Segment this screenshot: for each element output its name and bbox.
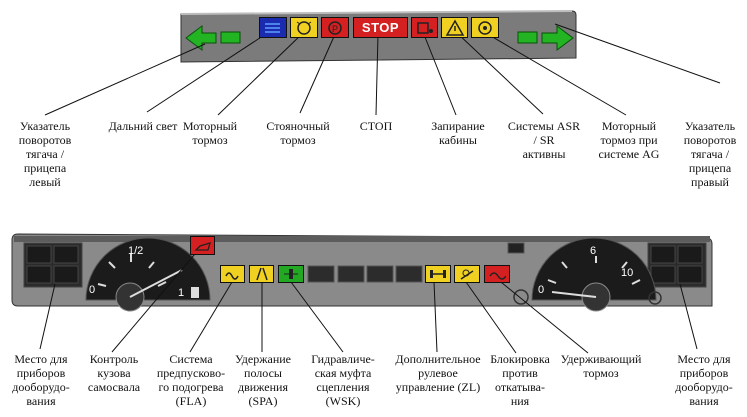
label-retarder: Удерживающий тормоз xyxy=(560,352,642,380)
label-engine-brake: Моторный тормоз xyxy=(182,119,238,147)
empty-slots xyxy=(307,265,423,283)
top-leader-lines xyxy=(44,23,721,116)
engine-brake-ag-indicator xyxy=(471,17,499,38)
engine-brake-icon xyxy=(296,20,312,35)
label-rollback: Блокировка против откатыва- ния xyxy=(490,352,550,408)
parking-brake-indicator: P xyxy=(321,17,349,38)
warning-triangle-icon xyxy=(445,18,464,36)
right-gauge-zero: 0 xyxy=(538,284,545,296)
stop-indicator: STOP xyxy=(353,17,408,38)
body-tipper-indicator xyxy=(190,236,215,255)
label-zl: Дополнительное рулевое управление (ZL) xyxy=(395,352,481,394)
lane-indicator xyxy=(249,265,274,283)
turn-left-bar xyxy=(220,31,241,44)
parking-brake-icon: P xyxy=(328,20,342,35)
right-gauge-ten: 10 xyxy=(621,267,634,279)
label-aux-left: Место для приборов дооборудо- вания xyxy=(12,352,70,408)
bottom-leader-lines xyxy=(39,247,698,354)
right-gauge xyxy=(531,237,657,312)
label-asr: Системы ASR / SR активны xyxy=(507,119,581,161)
zl-indicator xyxy=(425,265,451,283)
label-body-tipper: Контроль кузова самосвала xyxy=(87,352,141,394)
right-gauge-six: 6 xyxy=(590,245,597,257)
label-stop: СТОП xyxy=(359,119,393,133)
label-parking-brake: Стояночный тормоз xyxy=(266,119,330,147)
rollback-indicator xyxy=(454,265,480,283)
label-engine-brake-ag: Моторный тормоз при системе AG xyxy=(598,119,660,161)
tipper-icon xyxy=(193,241,211,251)
turn-left-arrow-icon xyxy=(185,25,217,51)
label-preheat: Система предпусково- го подогрева (FLA) xyxy=(156,352,226,408)
label-cab-lock: Запирание кабины xyxy=(431,119,485,147)
retarder-icon xyxy=(489,272,506,280)
left-gauge-half: 1/2 xyxy=(128,245,144,257)
label-lane: Удержание полосы движения (SPA) xyxy=(234,352,292,408)
label-wsk: Гидравличе- ская муфта сцепления (WSK) xyxy=(311,352,375,408)
aux-right-block xyxy=(647,242,707,288)
preheat-indicator xyxy=(220,265,245,283)
high-beam-icon xyxy=(265,22,280,33)
small-display xyxy=(507,242,525,254)
right-knob-icon xyxy=(648,291,662,305)
hill-hold-icon xyxy=(460,269,474,280)
aux-left-block xyxy=(23,242,83,288)
turn-right-bar xyxy=(517,31,538,44)
label-aux-right: Место для приборов дооборудо- вания xyxy=(675,352,733,408)
engine-brake-ag-icon xyxy=(478,20,492,35)
steering-axle-icon xyxy=(430,270,446,278)
lane-icon xyxy=(255,267,268,281)
label-turn-left: Указатель поворотов тягача / прицепа лев… xyxy=(18,119,72,189)
wsk-indicator xyxy=(278,265,304,283)
fuel-icon xyxy=(191,287,199,298)
asr-indicator xyxy=(441,17,468,38)
left-gauge-one: 1 xyxy=(178,287,185,299)
cab-lock-icon xyxy=(416,21,433,34)
engine-brake-indicator xyxy=(290,17,318,38)
stop-text: STOP xyxy=(361,20,400,35)
left-gauge-zero: 0 xyxy=(89,284,96,296)
svg-text:P: P xyxy=(332,24,338,34)
cab-lock-indicator xyxy=(411,17,438,38)
label-turn-right: Указатель поворотов тягача / прицепа пра… xyxy=(683,119,737,189)
retarder-indicator xyxy=(484,265,510,283)
clutch-icon xyxy=(284,269,298,279)
rollback-knob-icon xyxy=(513,289,529,305)
high-beam-indicator xyxy=(259,17,287,38)
left-gauge xyxy=(85,237,211,312)
label-high-beam: Дальний свет xyxy=(108,119,178,133)
turn-right-arrow-icon xyxy=(541,25,574,51)
glow-plug-icon xyxy=(224,272,239,280)
